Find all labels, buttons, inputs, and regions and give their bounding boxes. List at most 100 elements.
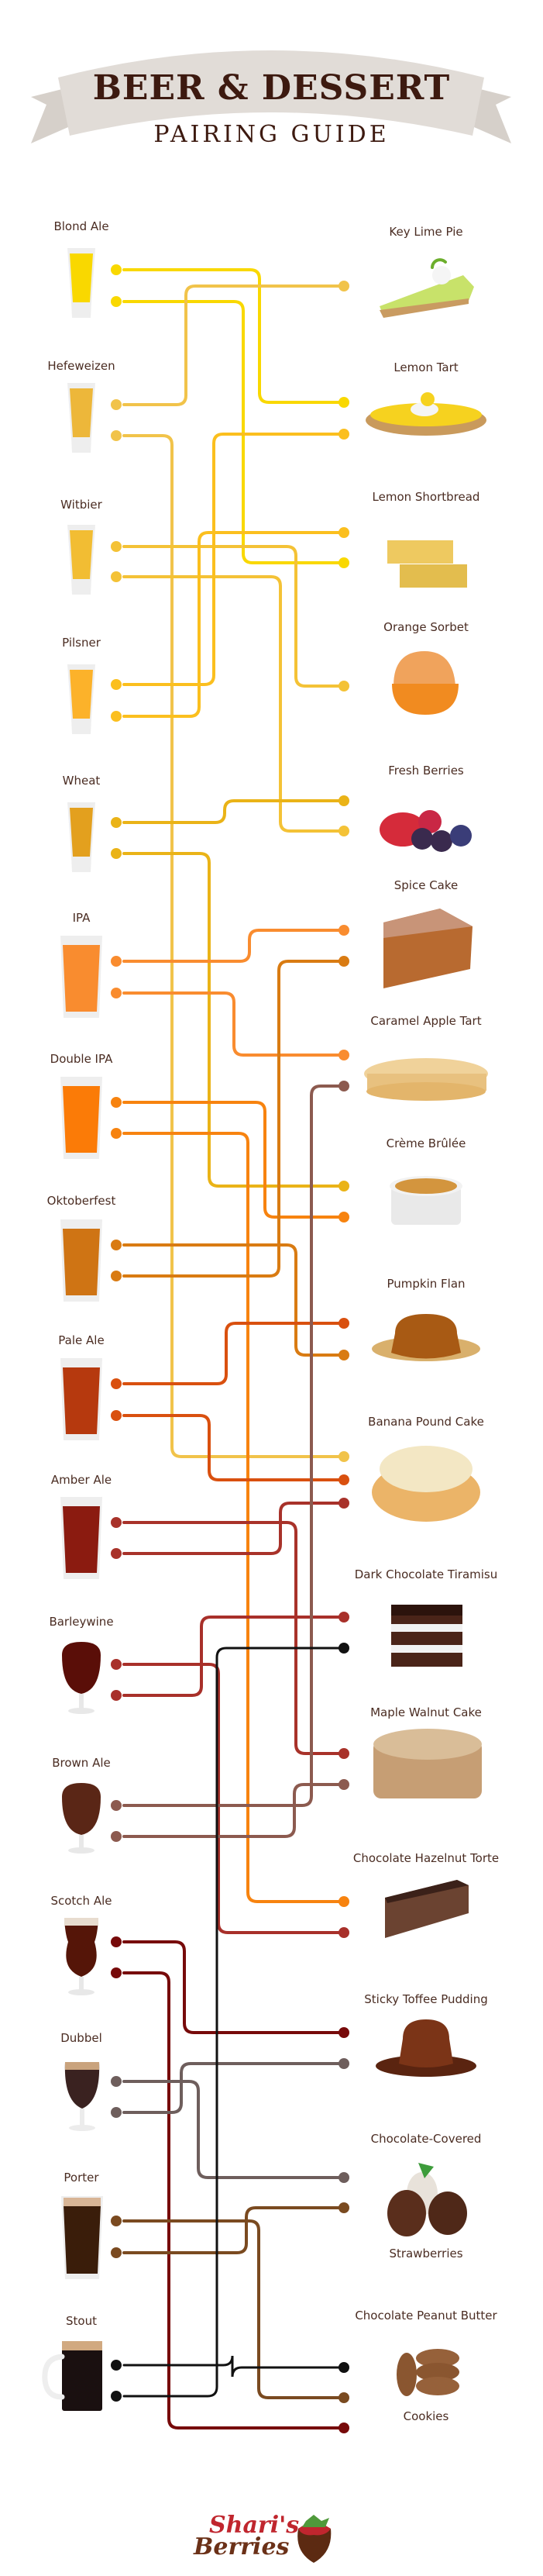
beer-label-stout: Stout — [66, 2314, 97, 2328]
beer-label-oktoberfest: Oktoberfest — [46, 1194, 116, 1208]
line-pale-banana — [122, 1414, 345, 1481]
line-wit-berries — [122, 575, 345, 833]
lemon-tart-icon — [366, 392, 486, 436]
maple-walnut-cake-icon — [373, 1729, 482, 1798]
line-hefe-keylime — [122, 284, 345, 406]
beer-glasses — [42, 248, 103, 2411]
line-blond-lemon-tart — [122, 268, 345, 404]
line-blond-shortbread — [122, 300, 345, 564]
line-pale-flan — [122, 1322, 345, 1385]
dessert-label-fresh-berries: Fresh Berries — [388, 764, 464, 778]
ipa-glass-icon — [60, 936, 102, 1018]
brown-ale-glass-icon — [62, 1783, 101, 1854]
dubbel-glass-icon — [64, 2062, 100, 2131]
line-dubbel-strawberries — [122, 2080, 345, 2179]
dessert-label-key-lime-pie: Key Lime Pie — [389, 225, 463, 239]
line-porter-strawberries — [122, 2206, 345, 2254]
dessert-images — [364, 258, 488, 2396]
line-okto-flan — [122, 1243, 345, 1357]
line-hefe-banana — [122, 434, 345, 1458]
line-brown-caramel — [122, 1085, 345, 1807]
line-ipa-spice — [122, 929, 345, 963]
line-stout-cookies — [122, 2355, 345, 2378]
line-pils-lemon-tart — [122, 433, 345, 686]
line-wheat-creme — [122, 852, 345, 1188]
ribbon-shape — [31, 50, 511, 143]
oktoberfest-glass-icon — [60, 1219, 102, 1302]
orange-sorbet-icon — [392, 651, 459, 715]
line-amber-maple — [122, 1521, 345, 1755]
pale-ale-glass-icon — [60, 1358, 102, 1440]
line-ipa-caramel — [122, 991, 345, 1057]
line-porter-cookies — [122, 2219, 345, 2399]
dessert-label-caramel-apple-tart: Caramel Apple Tart — [370, 1014, 482, 1028]
dessert-label-chocolate-covered: Chocolate-Covered — [370, 2132, 482, 2146]
line-wit-orange — [122, 545, 345, 688]
porter-glass-icon — [61, 2196, 103, 2279]
spice-cake-icon — [383, 909, 473, 988]
dessert-label-chocolate-hazelnut-torte: Chocolate Hazelnut Torte — [352, 1851, 500, 1865]
sticky-toffee-pudding-icon — [376, 2019, 476, 2077]
caramel-apple-tart-icon — [364, 1058, 488, 1101]
beer-label-double-ipa: Double IPA — [50, 1052, 113, 1066]
strawberry-logo-icon — [297, 2515, 332, 2563]
beer-label-amber-ale: Amber Ale — [50, 1473, 112, 1487]
line-barley-tiramisu — [122, 1616, 345, 1697]
logo-text-berries: Berries — [194, 2533, 290, 2560]
blond-ale-glass-icon — [67, 248, 95, 318]
dessert-label-pumpkin-flan: Pumpkin Flan — [387, 1277, 466, 1291]
dessert-label-orange-sorbet: Orange Sorbet — [383, 620, 469, 634]
amber-ale-glass-icon — [60, 1497, 102, 1579]
page-subtitle: PAIRING GUIDE — [153, 121, 390, 148]
dessert-label-chocolate-peanut-butter: Chocolate Peanut Butter — [355, 2309, 497, 2323]
dessert-label-lemon-shortbread: Lemon Shortbread — [372, 490, 480, 504]
beer-label-dubbel: Dubbel — [60, 2031, 102, 2045]
key-lime-pie-icon — [380, 258, 474, 318]
dessert-label-creme-brulee: Crème Brûlée — [386, 1136, 466, 1150]
beer-label-hefeweizen: Hefeweizen — [47, 359, 115, 373]
dessert-dots — [339, 281, 349, 2433]
hefeweizen-glass-icon — [67, 383, 95, 453]
dessert-label-dark-chocolate-tiramisu: Dark Chocolate Tiramisu — [354, 1567, 498, 1581]
beer-label-witbier: Witbier — [60, 498, 102, 512]
line-wheat-berries — [122, 799, 345, 824]
line-dipa-hazelnut — [122, 1132, 345, 1903]
line-scotch-sticky — [122, 1940, 345, 2034]
creme-brulee-icon — [390, 1176, 462, 1225]
dessert-label-maple-walnut-cake: Maple Walnut Cake — [370, 1705, 482, 1719]
wheat-glass-icon — [67, 802, 95, 872]
line-okto-spice — [122, 960, 345, 1278]
line-amber-banana — [122, 1502, 345, 1555]
line-barley-hazelnut — [122, 1663, 345, 1934]
line-brown-maple — [122, 1783, 345, 1838]
beer-label-barleywine: Barleywine — [49, 1615, 114, 1629]
dessert-label-sticky-toffee-pudding: Sticky Toffee Pudding — [364, 1992, 488, 2006]
chocolate-strawberries-icon — [387, 2163, 467, 2236]
beer-label-pilsner: Pilsner — [62, 636, 101, 650]
dessert-label-banana-pound-cake: Banana Pound Cake — [368, 1415, 484, 1429]
dessert-label-strawberries: Strawberries — [389, 2247, 463, 2260]
pilsner-glass-icon — [67, 664, 95, 734]
scotch-ale-glass-icon — [64, 1918, 98, 1995]
beer-label-ipa: IPA — [72, 911, 91, 925]
double-ipa-glass-icon — [60, 1077, 102, 1159]
logo-text-sharis: Shari's — [209, 2512, 300, 2539]
beer-dots — [111, 264, 122, 2402]
chocolate-pb-cookies-icon — [397, 2349, 459, 2396]
beer-label-porter: Porter — [64, 2171, 99, 2185]
beer-label-pale-ale: Pale Ale — [58, 1333, 105, 1347]
brand-logo[interactable]: Shari's Berries — [194, 2512, 349, 2566]
line-dubbel-sticky — [122, 2062, 345, 2114]
stout-mug-icon — [42, 2341, 102, 2411]
dessert-label-cookies: Cookies — [403, 2409, 449, 2423]
pumpkin-flan-icon — [372, 1314, 480, 1361]
banana-pound-cake-icon — [372, 1446, 480, 1522]
beer-label-wheat: Wheat — [62, 774, 101, 788]
line-dipa-creme — [122, 1101, 345, 1219]
line-stout-tiramisu — [122, 1647, 345, 2398]
witbier-glass-icon — [67, 525, 95, 595]
lemon-shortbread-icon — [387, 540, 467, 588]
beer-label-brown-ale: Brown Ale — [52, 1756, 111, 1770]
barleywine-glass-icon — [62, 1642, 101, 1714]
